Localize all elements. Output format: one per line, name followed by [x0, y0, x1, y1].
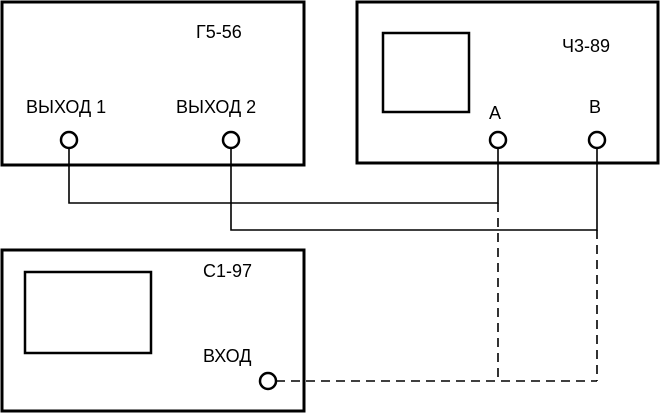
counter-input-b-port[interactable] — [587, 130, 607, 150]
generator-output1-port[interactable] — [59, 130, 79, 150]
wire-output1-to-input-a — [68, 148, 499, 204]
generator-block: Г5-56 ВЫХОД 1 ВЫХОД 2 — [0, 0, 306, 167]
generator-case — [0, 0, 306, 167]
wire-output2-to-input-b — [230, 148, 598, 231]
generator-output1-label: ВЫХОД 1 — [26, 97, 106, 117]
generator-output2-label: ВЫХОД 2 — [176, 97, 256, 117]
generator-output2-port[interactable] — [221, 130, 241, 150]
generator-model-label: Г5-56 — [196, 22, 242, 42]
counter-block: Ч3-89 А В — [355, 0, 660, 165]
counter-input-b-label: В — [589, 97, 601, 117]
oscilloscope-input-port[interactable] — [258, 371, 278, 391]
oscilloscope-model-label: С1-97 — [203, 261, 252, 281]
oscilloscope-block: С1-97 ВХОД — [0, 248, 306, 413]
oscilloscope-input-label: ВХОД — [203, 346, 251, 366]
counter-display — [381, 31, 471, 114]
oscilloscope-screen — [23, 270, 153, 355]
counter-input-a-label: А — [489, 103, 501, 123]
counter-model-label: Ч3-89 — [562, 36, 610, 56]
counter-input-a-port[interactable] — [488, 130, 508, 150]
